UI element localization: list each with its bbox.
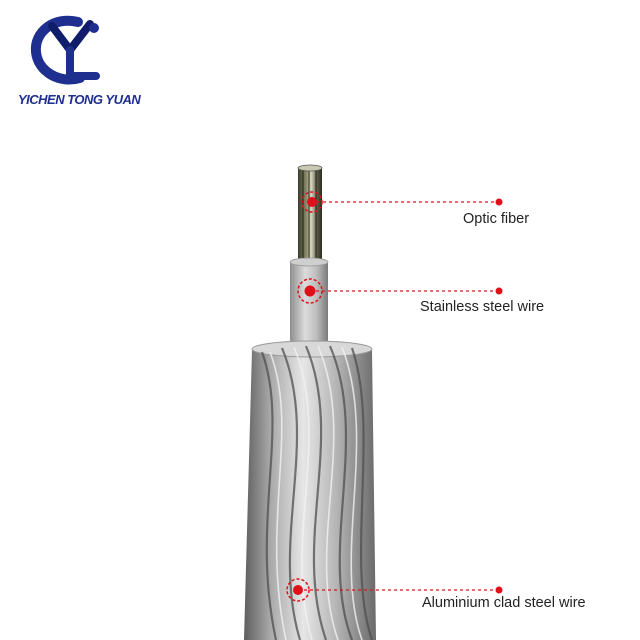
yc-monogram-logo bbox=[30, 15, 100, 85]
aluminium-clad-steel-strands bbox=[244, 344, 376, 640]
brand-name: YICHEN TONG YUAN bbox=[18, 92, 141, 107]
callout-stainless-steel bbox=[297, 278, 503, 304]
label-aluminium-clad-steel-wire: Aluminium clad steel wire bbox=[422, 595, 586, 611]
label-stainless-steel-wire: Stainless steel wire bbox=[420, 299, 545, 315]
optic-fiber-unit bbox=[298, 168, 322, 264]
label-optic-fiber: Optic fiber bbox=[463, 211, 530, 227]
brand-logo: YICHEN TONG YUAN bbox=[18, 14, 141, 107]
callout-aluminium-clad bbox=[286, 578, 503, 602]
callout-optic-fiber bbox=[301, 191, 503, 213]
stainless-steel-tube bbox=[290, 262, 328, 344]
